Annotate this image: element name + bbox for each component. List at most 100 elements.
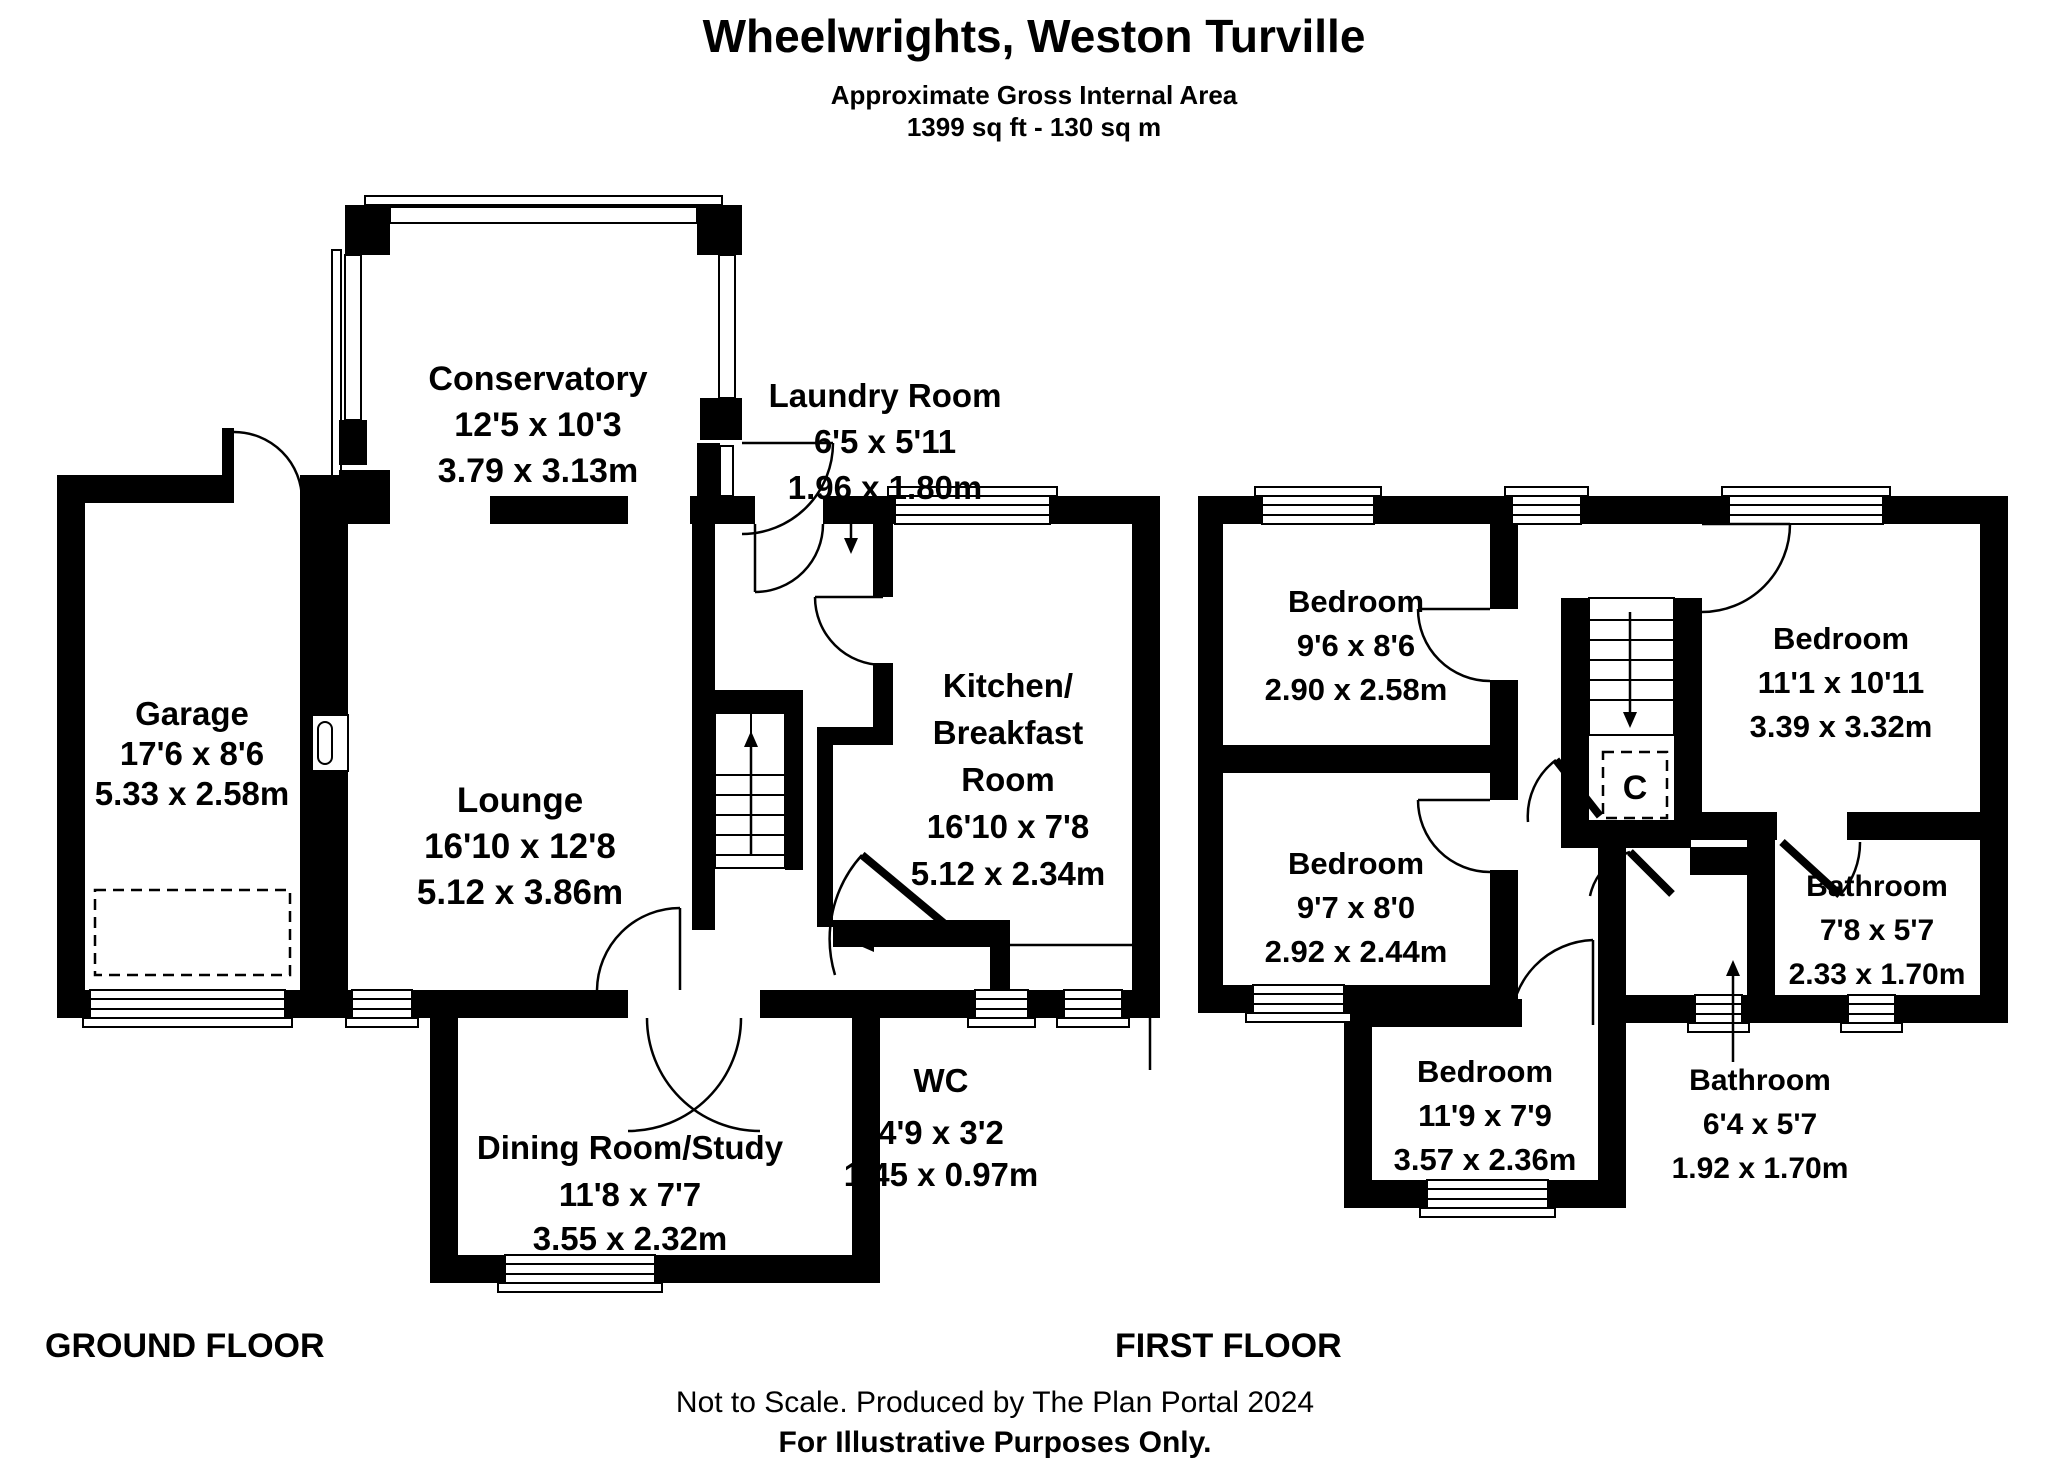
stairs-up (714, 712, 786, 869)
garage-entry-door (222, 428, 304, 503)
ground-floor-label: GROUND FLOOR (45, 1327, 325, 1365)
room-imperial: 11'9 x 7'9 (1418, 1098, 1552, 1133)
room-imperial: 6'5 x 5'11 (814, 423, 956, 460)
room-imperial: 11'8 x 7'7 (559, 1176, 701, 1213)
dining-window (497, 1254, 663, 1293)
dining-double-doors (627, 1017, 761, 1133)
room-name: Conservatory (428, 360, 647, 398)
bathroom2-arrow (1726, 960, 1740, 1062)
wc-label: WC 4'9 x 3'2 1.45 x 0.97m (844, 1062, 1039, 1193)
room-imperial: 6'4 x 5'7 (1703, 1108, 1817, 1141)
room-name: Laundry Room (769, 377, 1002, 414)
room-name: Bedroom (1417, 1054, 1553, 1089)
garage-window (82, 989, 293, 1028)
room-name: Dining Room/Study (477, 1129, 784, 1166)
room-metric: 3.79 x 3.13m (438, 452, 638, 490)
garage-dashed-bay (93, 888, 292, 977)
room-imperial: 7'8 x 5'7 (1820, 914, 1934, 947)
first-floor-windows (1245, 486, 1903, 1218)
bedroom4-label: Bedroom 11'9 x 7'9 3.57 x 2.36m (1394, 1054, 1577, 1177)
bedroom4-window (1419, 1179, 1556, 1218)
lounge-label: Lounge 16'10 x 12'8 5.12 x 3.86m (417, 781, 623, 912)
bedroom2-door (1416, 798, 1491, 874)
room-name: Bedroom (1288, 846, 1424, 881)
bathroom1-label: Bathroom 7'8 x 5'7 2.33 x 1.70m (1789, 870, 1966, 991)
room-name: Bedroom (1288, 584, 1424, 619)
kitchen-window-bottom-left (967, 989, 1036, 1028)
first-floor-label: FIRST FLOOR (1115, 1327, 1342, 1365)
bedroom2-window (1245, 984, 1352, 1023)
laundry-arrow (844, 505, 858, 554)
room-metric: 1.92 x 1.70m (1672, 1152, 1849, 1185)
cupboard-door (1526, 757, 1604, 823)
room-imperial: 17'6 x 8'6 (120, 735, 264, 772)
page-subtitle: Approximate Gross Internal Area (831, 80, 1238, 110)
room-metric: 1.45 x 0.97m (844, 1156, 1039, 1193)
kitchen-window-top (887, 486, 1058, 525)
room-metric: 5.12 x 3.86m (417, 873, 623, 912)
bedroom3-window (1721, 486, 1891, 525)
bathroom1-door (1779, 839, 1862, 898)
room-metric: 1.96 x 1.80m (788, 469, 983, 506)
laundry-label: Laundry Room 6'5 x 5'11 1.96 x 1.80m (769, 377, 1002, 506)
lounge-window (345, 989, 419, 1028)
cupboard: C (1601, 750, 1669, 820)
room-name: Bathroom (1689, 1064, 1831, 1097)
bedroom3-label: Bedroom 11'1 x 10'11 3.39 x 3.32m (1750, 621, 1933, 744)
footer-line1: Not to Scale. Produced by The Plan Porta… (676, 1386, 1314, 1419)
garage-label: Garage 17'6 x 8'6 5.33 x 2.58m (95, 695, 290, 812)
laundry-side-window (719, 445, 734, 497)
kitchen-label: Kitchen/ Breakfast Room 16'10 x 7'8 5.12… (911, 667, 1106, 892)
room-imperial: 9'7 x 8'0 (1297, 890, 1415, 925)
room-name: Bathroom (1806, 870, 1948, 903)
room-metric: 2.92 x 2.44m (1265, 934, 1448, 969)
stairs-down (1588, 597, 1675, 736)
ground-floor-labels: Conservatory 12'5 x 10'3 3.79 x 3.13m La… (95, 360, 1106, 1257)
dining-label: Dining Room/Study 11'8 x 7'7 3.55 x 2.32… (477, 1129, 784, 1257)
bedroom1-label: Bedroom 9'6 x 8'6 2.90 x 2.58m (1265, 584, 1448, 707)
kitchen-door (813, 595, 884, 667)
room-metric: 2.90 x 2.58m (1265, 672, 1448, 707)
bedroom1-door (1416, 607, 1491, 683)
landing-window (1504, 486, 1589, 525)
room-metric: 5.12 x 2.34m (911, 855, 1106, 892)
room-metric: 3.57 x 2.36m (1394, 1142, 1577, 1177)
room-imperial: 9'6 x 8'6 (1297, 628, 1415, 663)
conservatory-glazing (331, 195, 736, 497)
ground-floor-doors (222, 428, 961, 1133)
first-floor-walls (1198, 496, 2008, 1208)
bathroom2-label: Bathroom 6'4 x 5'7 1.92 x 1.70m (1672, 1064, 1849, 1185)
room-name: Lounge (457, 781, 583, 820)
bedroom4-door (1509, 938, 1595, 1026)
bedroom3-door (1701, 522, 1792, 614)
footer: GROUND FLOOR FIRST FLOOR Not to Scale. P… (45, 1327, 1342, 1459)
laundry-back-door (753, 523, 825, 594)
bedroom1-window (1254, 486, 1382, 525)
room-metric: 3.39 x 3.32m (1750, 709, 1933, 744)
bedroom2-label: Bedroom 9'7 x 8'0 2.92 x 2.44m (1265, 846, 1448, 969)
bathroom1-window (1840, 994, 1903, 1033)
kitchen-window-bottom-right (1056, 989, 1130, 1028)
room-name3: Room (961, 761, 1055, 798)
room-imperial: 16'10 x 7'8 (927, 808, 1090, 845)
room-imperial: 11'1 x 10'11 (1758, 665, 1924, 700)
room-name: Garage (135, 695, 249, 732)
bathroom2-door (1588, 849, 1675, 897)
header: Wheelwrights, Weston Turville Approximat… (703, 10, 1366, 142)
ground-floor-plan: Conservatory 12'5 x 10'3 3.79 x 3.13m La… (57, 195, 1160, 1293)
room-metric: 5.33 x 2.58m (95, 775, 290, 812)
room-name: WC (914, 1062, 969, 1099)
wc-door (828, 851, 961, 976)
footer-line2: For Illustrative Purposes Only. (779, 1426, 1212, 1459)
room-name2: Breakfast (933, 714, 1083, 751)
first-floor-plan: C Bedroom 9'6 x 8'6 2.90 x 2.58m Bedroom… (1198, 486, 2008, 1218)
ground-floor-windows (82, 486, 1130, 1293)
first-floor-doors (1416, 522, 1862, 1026)
wc-leader (858, 938, 1152, 1070)
ground-floor-walls (57, 205, 1160, 1283)
room-name: Kitchen/ (943, 667, 1073, 704)
room-metric: 3.55 x 2.32m (533, 1220, 728, 1257)
page-title: Wheelwrights, Weston Turville (703, 10, 1366, 62)
